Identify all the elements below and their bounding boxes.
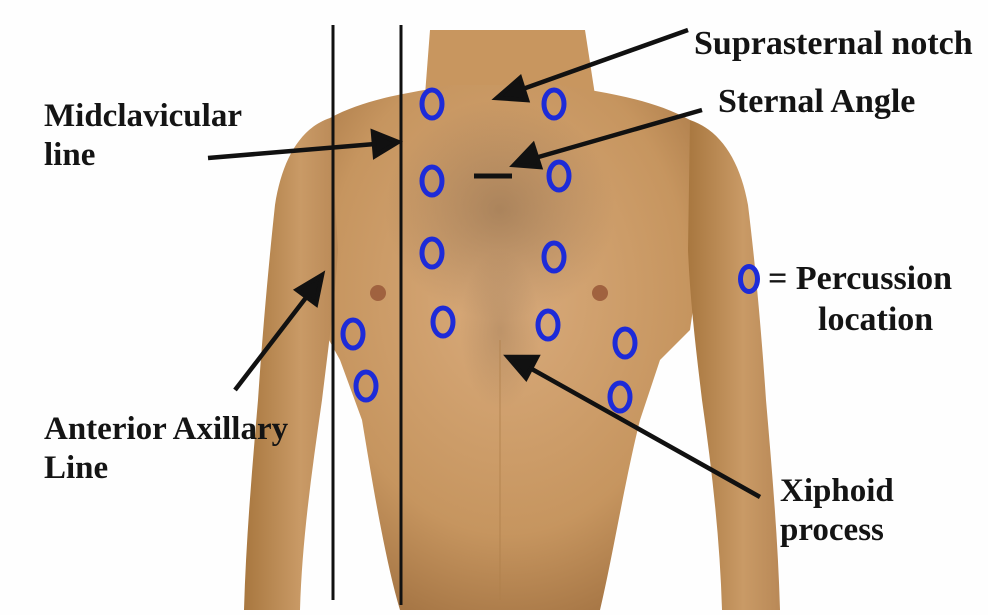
- left-nipple: [370, 285, 386, 301]
- right-nipple: [592, 285, 608, 301]
- left-arm: [244, 118, 338, 610]
- label-midclavicular-line-2: line: [44, 136, 242, 175]
- label-midclavicular-line: Midclavicular line: [44, 97, 242, 175]
- legend-second-line: location: [738, 299, 952, 340]
- legend-equals-text: = Percussion: [768, 258, 952, 299]
- label-anterior-axillary-line-2: Line: [44, 449, 288, 488]
- label-anterior-axillary-line: Anterior Axillary Line: [44, 410, 288, 488]
- percussion-marker-legend-icon: [738, 264, 760, 294]
- label-suprasternal-notch: Suprasternal notch: [694, 24, 973, 64]
- label-sternal-angle: Sternal Angle: [718, 82, 915, 122]
- legend-row: = Percussion: [738, 258, 952, 299]
- label-xiphoid-process: Xiphoid process: [780, 472, 894, 550]
- right-arm: [688, 120, 780, 610]
- label-midclavicular-line-1: Midclavicular: [44, 97, 242, 136]
- label-xiphoid-process-2: process: [780, 511, 894, 550]
- label-anterior-axillary-line-1: Anterior Axillary: [44, 410, 288, 449]
- label-xiphoid-process-1: Xiphoid: [780, 472, 894, 511]
- legend: = Percussion location: [738, 258, 952, 341]
